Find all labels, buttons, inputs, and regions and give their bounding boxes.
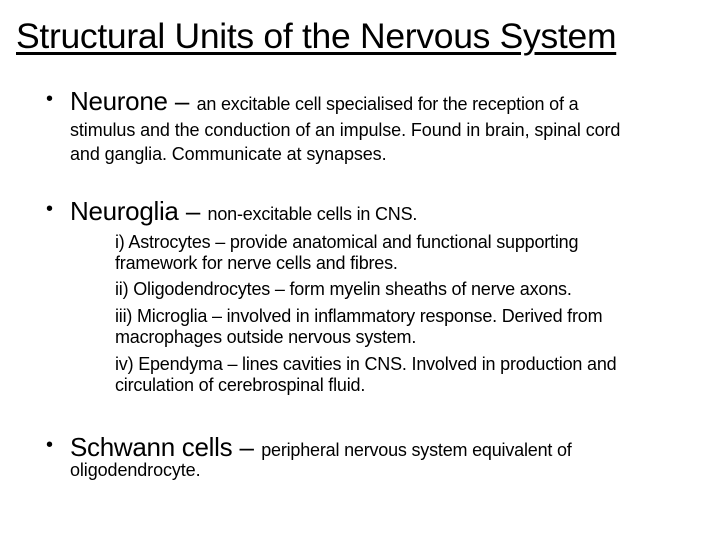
sub-item-astrocytes-cont: framework for nerve cells and fibres. (115, 253, 398, 273)
sub-item-astrocytes: i) Astrocytes – provide anatomical and f… (115, 232, 579, 252)
term-dash: – (232, 432, 262, 462)
bullet-icon: • (46, 88, 54, 110)
term-definition: an excitable cell specialised for the re… (196, 94, 579, 114)
term-label: Schwann cells (70, 432, 233, 462)
bullet-continuation: stimulus and the conduction of an impuls… (70, 120, 621, 140)
bullet-continuation: oligodendrocyte. (70, 460, 201, 480)
term-label: Neurone (70, 86, 168, 116)
sub-item-microglia: iii) Microglia – involved in inflammator… (115, 306, 603, 326)
term-definition: peripheral nervous system equivalent of (261, 440, 572, 460)
sub-item-microglia-cont: macrophages outside nervous system. (115, 327, 417, 347)
term-dash: – (178, 196, 208, 226)
sub-item-oligodendrocytes: ii) Oligodendrocytes – form myelin sheat… (115, 279, 572, 299)
term-dash: – (167, 86, 197, 116)
bullet-continuation: and ganglia. Communicate at synapses. (70, 144, 387, 164)
bullet-heading: Schwann cells – peripheral nervous syste… (70, 432, 572, 463)
bullet-heading: Neuroglia – non-excitable cells in CNS. (70, 196, 417, 227)
slide-title: Structural Units of the Nervous System (16, 16, 617, 56)
bullet-heading: Neurone – an excitable cell specialised … (70, 86, 579, 117)
term-definition: non-excitable cells in CNS. (207, 204, 418, 224)
bullet-icon: • (46, 434, 54, 456)
sub-item-ependyma: iv) Ependyma – lines cavities in CNS. In… (115, 354, 617, 374)
bullet-icon: • (46, 198, 54, 220)
sub-item-ependyma-cont: circulation of cerebrospinal fluid. (115, 375, 366, 395)
term-label: Neuroglia (70, 196, 179, 226)
